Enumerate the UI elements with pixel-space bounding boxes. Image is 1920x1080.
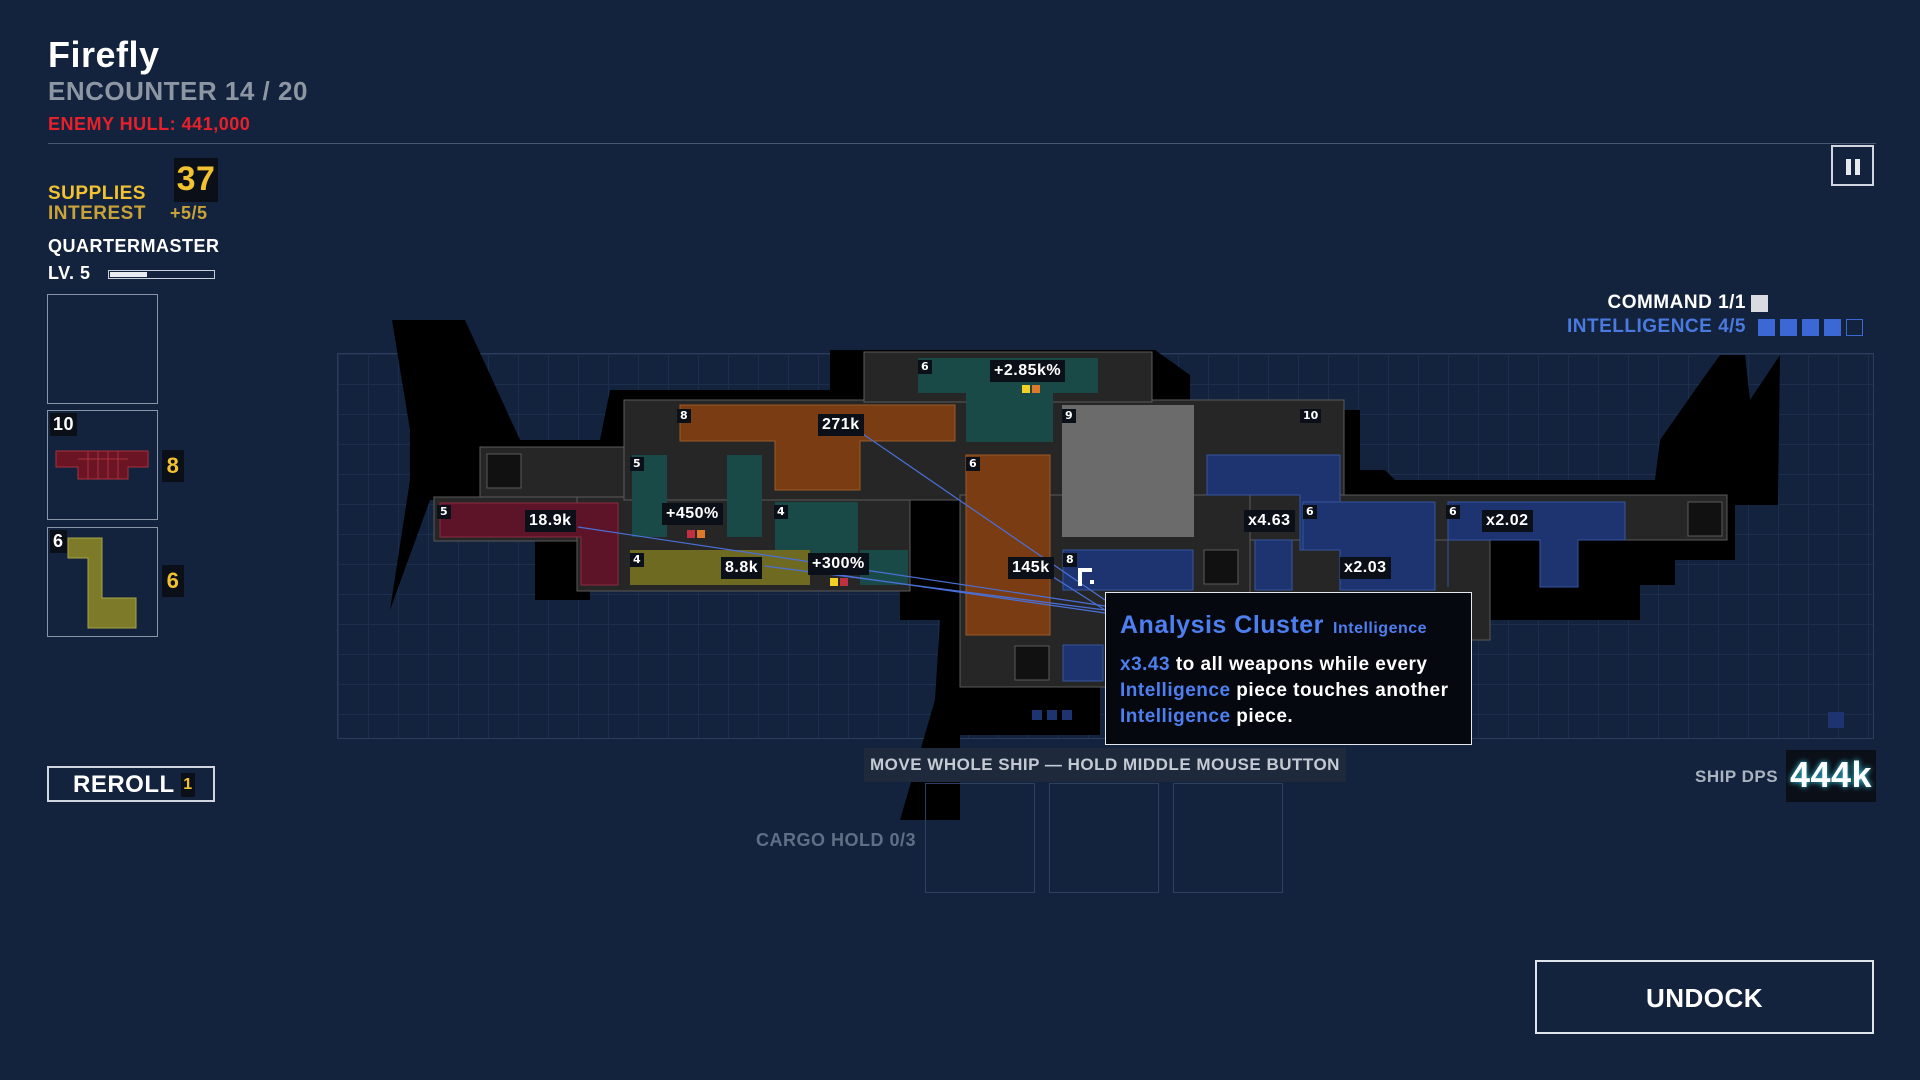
shop-slot-2[interactable]: 6	[47, 527, 158, 637]
class-slot-cell	[1751, 295, 1768, 312]
interest-value: +5/5	[170, 203, 208, 223]
piece-size-tag: 9	[1062, 409, 1076, 423]
slot-piece-preview	[67, 537, 137, 629]
ship-piece-teal	[775, 502, 858, 555]
enemy-hull: ENEMY HULL: 441,000	[48, 114, 251, 134]
piece-tooltip: Analysis Cluster Intelligence x3.43 to a…	[1105, 592, 1472, 745]
piece-size-tag: 8	[1063, 553, 1077, 567]
class-slot-cell	[1758, 319, 1775, 336]
supplies-counter: 37	[174, 158, 218, 202]
piece-size-tag: 6	[918, 360, 932, 374]
class-slot-cell	[1824, 319, 1841, 336]
header-divider	[48, 143, 1876, 144]
slot-piece-preview	[55, 450, 149, 480]
cargo-slot[interactable]	[1173, 783, 1283, 893]
piece-size-tag: 6	[966, 457, 980, 471]
multiplier-label: x4.63	[1244, 510, 1295, 532]
quartermaster-label: QUARTERMASTER	[48, 236, 220, 256]
piece-size-tag: 6	[1446, 505, 1460, 519]
class-slot-cell	[1780, 319, 1797, 336]
ship-piece-blue	[1254, 539, 1293, 591]
ship-piece-olive	[630, 550, 810, 585]
tooltip-description: x3.43 to all weapons while every Intelli…	[1120, 652, 1457, 730]
damage-label: 271k	[818, 414, 864, 436]
encounter-counter: ENCOUNTER 14 / 20	[48, 76, 308, 106]
cargo-slot[interactable]	[1049, 783, 1159, 893]
slot-size-tag: 10	[50, 413, 78, 436]
pause-button[interactable]	[1831, 145, 1874, 186]
damage-label: 18.9k	[525, 510, 576, 532]
ship-name: Firefly	[48, 34, 160, 75]
slot-price-2: 6	[162, 565, 184, 597]
ship-dps-counter: 444k	[1786, 750, 1876, 802]
slot-size-tag: 6	[50, 530, 67, 553]
class-slot-cell	[1802, 319, 1819, 336]
tooltip-class: Intelligence	[1333, 620, 1428, 637]
tooltip-text: piece touches another	[1230, 680, 1449, 701]
level-progress-bar	[108, 270, 215, 279]
piece-size-tag: 5	[630, 457, 644, 471]
class-slot-cell	[1846, 319, 1863, 336]
slot-price-1: 8	[162, 450, 184, 482]
damage-label: 8.8k	[721, 557, 763, 579]
piece-size-tag: 10	[1300, 409, 1322, 423]
ship-dps-value: 444k	[1789, 754, 1873, 795]
ship-piece-blue	[1302, 501, 1436, 591]
ship-piece-teal	[860, 550, 908, 585]
damage-label: +450%	[662, 503, 723, 525]
multiplier-label: x2.02	[1482, 510, 1533, 532]
damage-label: +2.85k%	[990, 360, 1066, 382]
cargo-hold-label: CARGO HOLD 0/3	[756, 830, 917, 850]
piece-size-tag: 5	[437, 505, 451, 519]
ship-piece-orange	[965, 454, 1051, 636]
ship-piece-grey	[1062, 405, 1194, 537]
interest-label: INTEREST	[48, 203, 146, 224]
cursor-icon	[1078, 568, 1092, 586]
damage-label: 145k	[1008, 557, 1054, 579]
piece-size-tag: 4	[630, 553, 644, 567]
damage-label: +300%	[808, 553, 869, 575]
shop-slot-1[interactable]: 10	[47, 410, 158, 520]
supplies-label: SUPPLIES	[48, 183, 146, 204]
shop-slot-empty[interactable]	[47, 294, 158, 404]
piece-size-tag: 8	[677, 409, 691, 423]
multiplier-label: x2.03	[1340, 557, 1391, 579]
move-ship-hint: MOVE WHOLE SHIP — HOLD MIDDLE MOUSE BUTT…	[864, 748, 1346, 782]
cargo-slot[interactable]	[925, 783, 1035, 893]
quartermaster-level: LV. 5	[48, 263, 91, 283]
tooltip-text: piece.	[1230, 706, 1294, 727]
reroll-button[interactable]: REROLL 1	[47, 766, 215, 802]
intelligence-counter: INTELLIGENCE 4/5	[1566, 316, 1746, 337]
reroll-label: REROLL	[73, 771, 175, 798]
tooltip-keyword: Intelligence	[1120, 680, 1231, 701]
command-counter: COMMAND 1/1	[1607, 292, 1746, 313]
ship-piece-blue	[1062, 644, 1104, 682]
reroll-cost: 1	[181, 773, 195, 797]
ship-piece-orange	[679, 404, 956, 491]
ship-piece-blue	[1062, 549, 1194, 591]
tooltip-multiplier: x3.43	[1120, 654, 1171, 675]
ship-dps-label: SHIP DPS	[1695, 767, 1779, 786]
piece-size-tag: 4	[774, 505, 788, 519]
undock-label: UNDOCK	[1645, 983, 1764, 1013]
level-progress-fill	[110, 272, 147, 277]
undock-button[interactable]: UNDOCK	[1535, 960, 1874, 1034]
piece-size-tag: 6	[1303, 505, 1317, 519]
tooltip-title: Analysis Cluster	[1120, 611, 1324, 639]
tooltip-text: to all weapons while every	[1170, 654, 1428, 675]
tooltip-keyword: Intelligence	[1120, 706, 1231, 727]
supplies-value: 37	[176, 160, 216, 198]
